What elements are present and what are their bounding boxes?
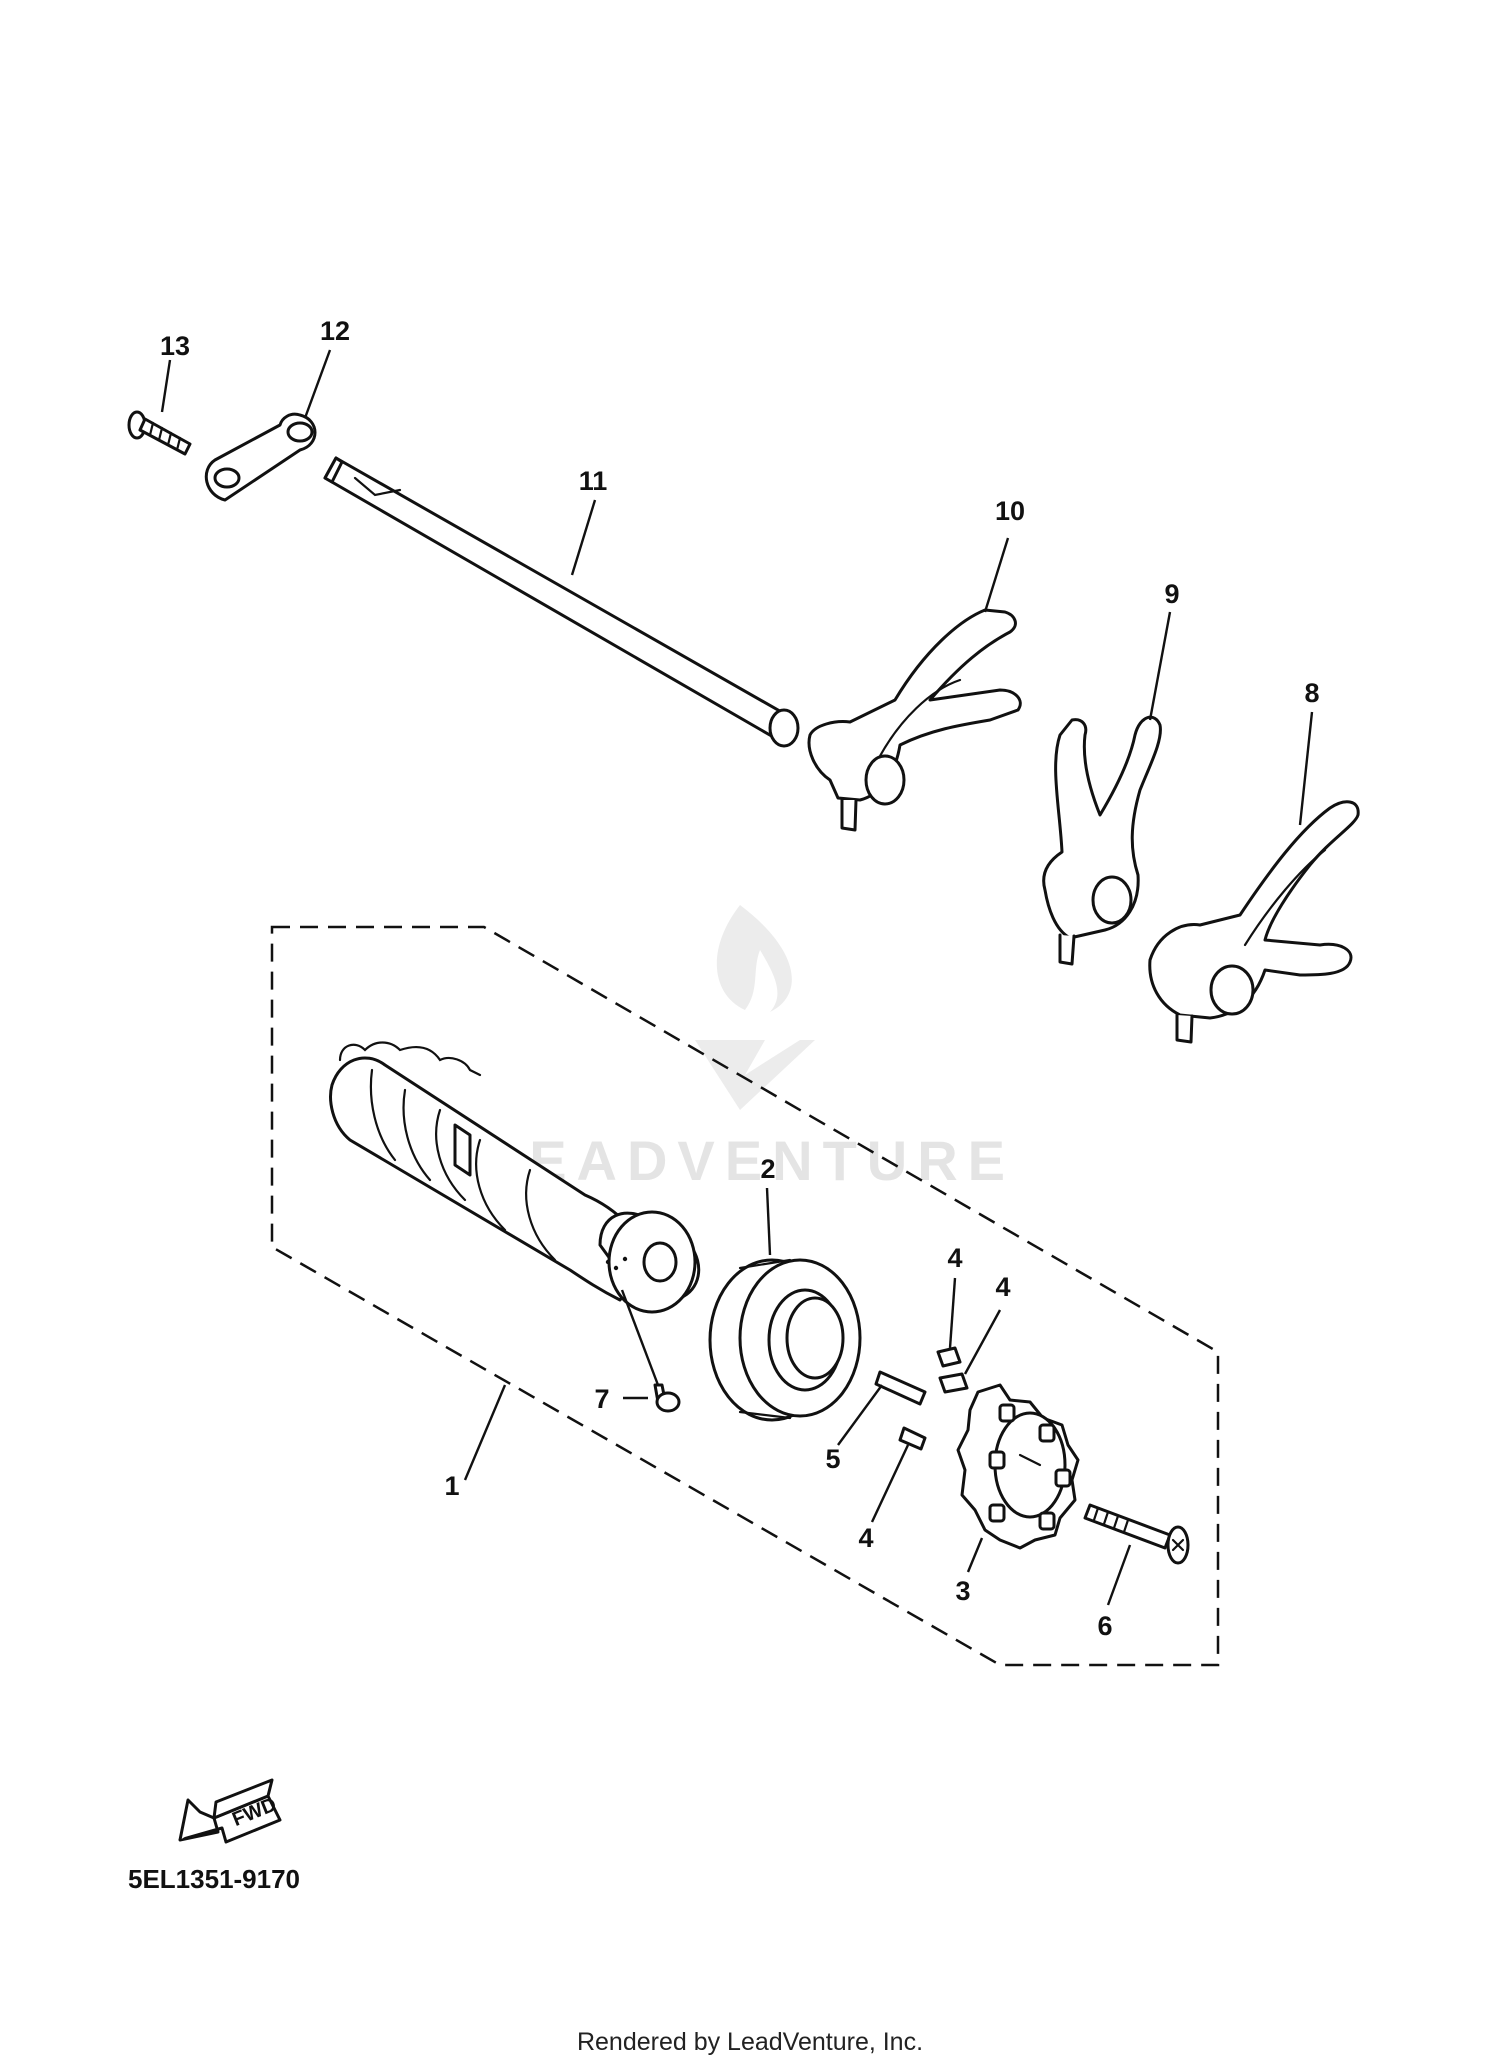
- callout-4-upper-right: 4: [995, 1272, 1010, 1302]
- footer-credit: Rendered by LeadVenture, Inc.: [576, 2028, 924, 2056]
- callout-5: 5: [825, 1444, 840, 1474]
- callout-7: 7: [594, 1384, 609, 1414]
- callout-1: 1: [444, 1471, 459, 1501]
- part-4-pin-lower: [898, 1426, 927, 1451]
- callout-13: 13: [160, 331, 190, 361]
- callout-8: 8: [1304, 678, 1319, 708]
- part-2-bearing: [708, 1258, 862, 1422]
- part-6-screw: [1083, 1503, 1190, 1565]
- watermark-text: LEADVENTURE: [485, 1129, 1015, 1192]
- leadventure-watermark: LEADVENTURE: [485, 905, 1015, 1192]
- assembly-boundary: [270, 925, 1220, 1667]
- callout-12: 12: [320, 316, 350, 346]
- part-9-shift-fork: [1042, 715, 1162, 966]
- callout-11: 11: [579, 466, 608, 496]
- callout-4-upper-left: 4: [947, 1243, 962, 1273]
- forward-arrow-icon: FWD: [178, 1778, 282, 1844]
- part-7-screw: [653, 1383, 681, 1413]
- callout-6: 6: [1097, 1611, 1112, 1641]
- callout-4-lower: 4: [858, 1523, 873, 1553]
- callout-10: 10: [995, 496, 1025, 526]
- part-3-segment: [956, 1383, 1080, 1550]
- part-13-screw: [127, 410, 192, 456]
- callout-labels: 13 12 11 10 9 8 2 4 4 7 5 1 4 3 6: [160, 316, 1320, 1641]
- callout-2: 2: [760, 1154, 775, 1184]
- part-12-plate: [204, 412, 317, 502]
- part-code: 5EL1351-9170: [128, 1864, 301, 1894]
- callout-9: 9: [1164, 579, 1179, 609]
- part-8-shift-fork: [1148, 800, 1360, 1044]
- part-1-shift-drum: [329, 1041, 701, 1314]
- part-10-shift-fork: [807, 608, 1022, 832]
- part-4-pin-upper: [936, 1346, 969, 1394]
- part-5-pin: [874, 1370, 927, 1406]
- part-11-shaft: [323, 456, 800, 748]
- leader-lines: [160, 349, 1314, 1606]
- callout-3: 3: [955, 1576, 970, 1606]
